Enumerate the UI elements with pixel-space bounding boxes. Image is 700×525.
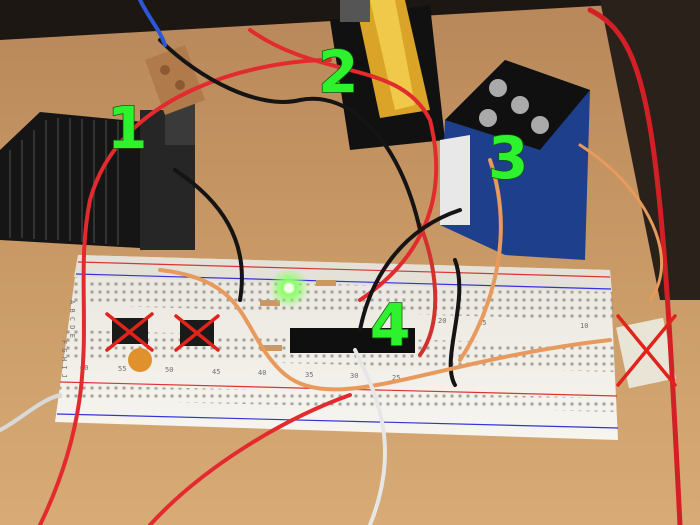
column-number-10: 10: [580, 322, 588, 330]
resistor: [316, 280, 336, 286]
column-number-25: 25: [392, 374, 400, 382]
orange-wire: [578, 143, 664, 302]
small-circuit-board: [145, 45, 205, 115]
label-1: 1: [107, 94, 147, 162]
column-number-30: 30: [350, 372, 358, 380]
white-wire: [0, 393, 62, 432]
wires: [0, 0, 683, 525]
label-4: 4: [370, 291, 410, 359]
label-2: 2: [318, 38, 358, 106]
resistor: [260, 300, 280, 306]
red-wire: [38, 58, 332, 525]
red-wire: [148, 393, 352, 525]
component-labels: 1 2 3 4: [106, 37, 529, 360]
led-core: [284, 283, 294, 293]
blue-wire: [138, 0, 167, 47]
ceramic-capacitor: [128, 348, 152, 372]
column-number-50: 50: [165, 366, 173, 374]
resistor: [260, 345, 282, 351]
dark-corner: [600, 0, 700, 300]
black-wire: [158, 38, 422, 232]
cross-mark: [616, 314, 677, 387]
cross-mark: [105, 312, 154, 352]
column-number-35: 35: [305, 371, 313, 379]
label-3: 3: [488, 124, 528, 192]
row-letters-top: A B C D E: [68, 300, 76, 338]
orange-wire: [458, 158, 503, 362]
red-crosses: [105, 312, 677, 387]
black-wire: [173, 168, 244, 302]
ic-chip: [290, 328, 415, 353]
column-number-20: 20: [438, 317, 446, 325]
row-letters-bottom: F G H I J: [60, 340, 68, 378]
red-wire: [418, 223, 438, 357]
orange-wire: [158, 268, 612, 392]
red-wire: [248, 28, 439, 302]
white-wire: [353, 348, 388, 525]
black-wire: [358, 208, 462, 332]
cross-mark: [174, 314, 220, 352]
battery-block: [440, 60, 590, 260]
column-number-40: 40: [258, 369, 266, 377]
column-number-45: 45: [212, 368, 220, 376]
column-number-55: 55: [118, 365, 126, 373]
red-wire: [587, 7, 683, 525]
black-wire: [448, 258, 462, 387]
